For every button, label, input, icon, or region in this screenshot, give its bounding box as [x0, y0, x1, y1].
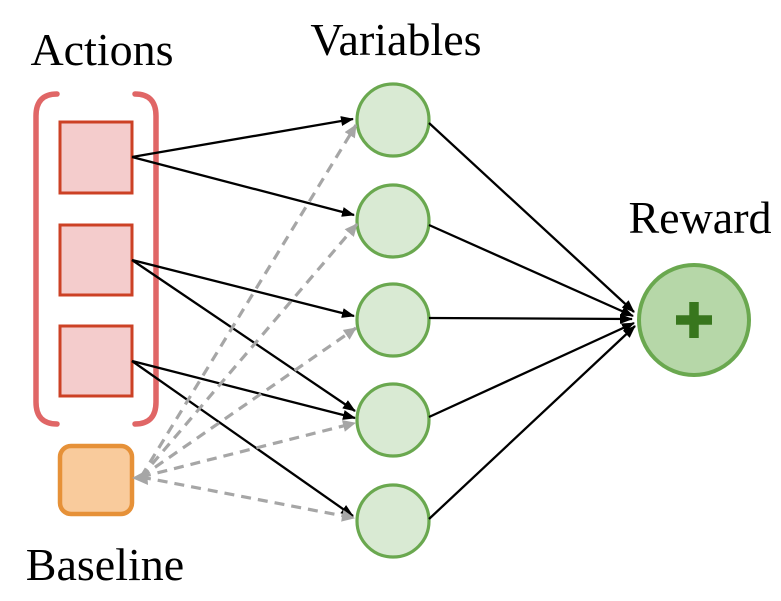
edge-variable2-reward — [428, 223, 634, 318]
edge-baseline-variable3 — [140, 326, 357, 479]
action-square-3 — [58, 324, 134, 398]
variable-node-4 — [355, 382, 431, 458]
edge-action2-variable4 — [131, 259, 356, 412]
edge-variable5-reward — [428, 325, 636, 520]
baseline-square — [57, 443, 135, 517]
edge-baseline-variable4 — [140, 420, 356, 479]
edge-action3-variable5 — [131, 360, 354, 517]
variable-node-1 — [355, 82, 431, 158]
edge-baseline-variable2 — [139, 222, 359, 479]
action-square-2 — [58, 223, 134, 297]
baseline-label: Baseline — [26, 539, 184, 590]
edge-variable3-reward — [428, 313, 633, 324]
variable-node-2 — [355, 183, 431, 259]
edge-action1-variable1 — [131, 116, 354, 159]
reward-label: Reward — [628, 192, 771, 243]
edge-baseline-variable5 — [140, 475, 355, 522]
edge-variable4-reward — [428, 321, 635, 419]
actions-bracket-right — [132, 91, 159, 427]
edge-action1-variable2 — [131, 155, 355, 217]
action-square-1 — [58, 120, 134, 195]
variable-node-5 — [355, 483, 431, 559]
edge-baseline-variable1 — [139, 124, 358, 478]
edge-action2-variable3 — [131, 258, 355, 318]
variables-label: Variables — [310, 14, 481, 65]
edge-action3-variable4 — [131, 359, 356, 420]
plus-icon — [676, 302, 712, 338]
edge-variable1-reward — [428, 122, 635, 313]
baseline-arrowhead — [132, 470, 148, 485]
actions-label: Actions — [30, 24, 173, 75]
actions-bracket-left — [33, 91, 60, 427]
variable-node-3 — [355, 282, 431, 358]
